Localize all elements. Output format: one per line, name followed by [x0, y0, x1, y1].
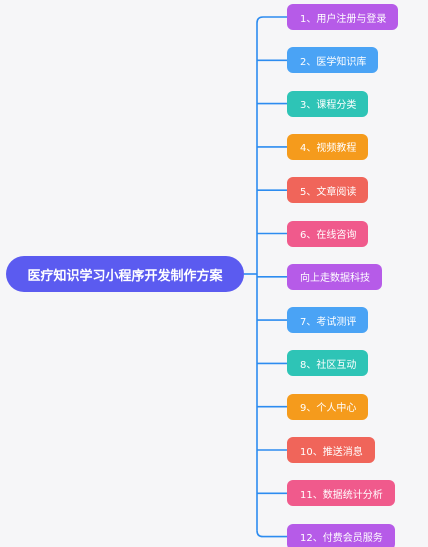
child-node-4[interactable]: 4、视频教程: [287, 133, 369, 160]
child-node-12[interactable]: 11、数据统计分析: [287, 480, 395, 507]
branch-line-1: [256, 16, 287, 24]
child-node-10[interactable]: 9、个人中心: [287, 393, 369, 420]
child-node-6[interactable]: 6、在线咨询: [287, 220, 369, 247]
child-node-5[interactable]: 5、文章阅读: [287, 177, 369, 204]
child-node-7[interactable]: 向上走数据科技: [287, 263, 382, 290]
child-node-13[interactable]: 12、付费会员服务: [287, 523, 395, 547]
child-node-11[interactable]: 10、推送消息: [287, 437, 375, 463]
child-node-1[interactable]: 1、用户注册与登录: [287, 4, 399, 30]
child-node-3[interactable]: 3、课程分类: [287, 90, 369, 117]
root-node[interactable]: 医疗知识学习小程序开发制作方案: [6, 256, 244, 292]
child-node-9[interactable]: 8、社区互动: [287, 350, 369, 377]
branch-line-13: [256, 530, 287, 538]
child-node-2[interactable]: 2、医学知识库: [287, 47, 379, 74]
child-node-8[interactable]: 7、考试测评: [287, 307, 369, 334]
